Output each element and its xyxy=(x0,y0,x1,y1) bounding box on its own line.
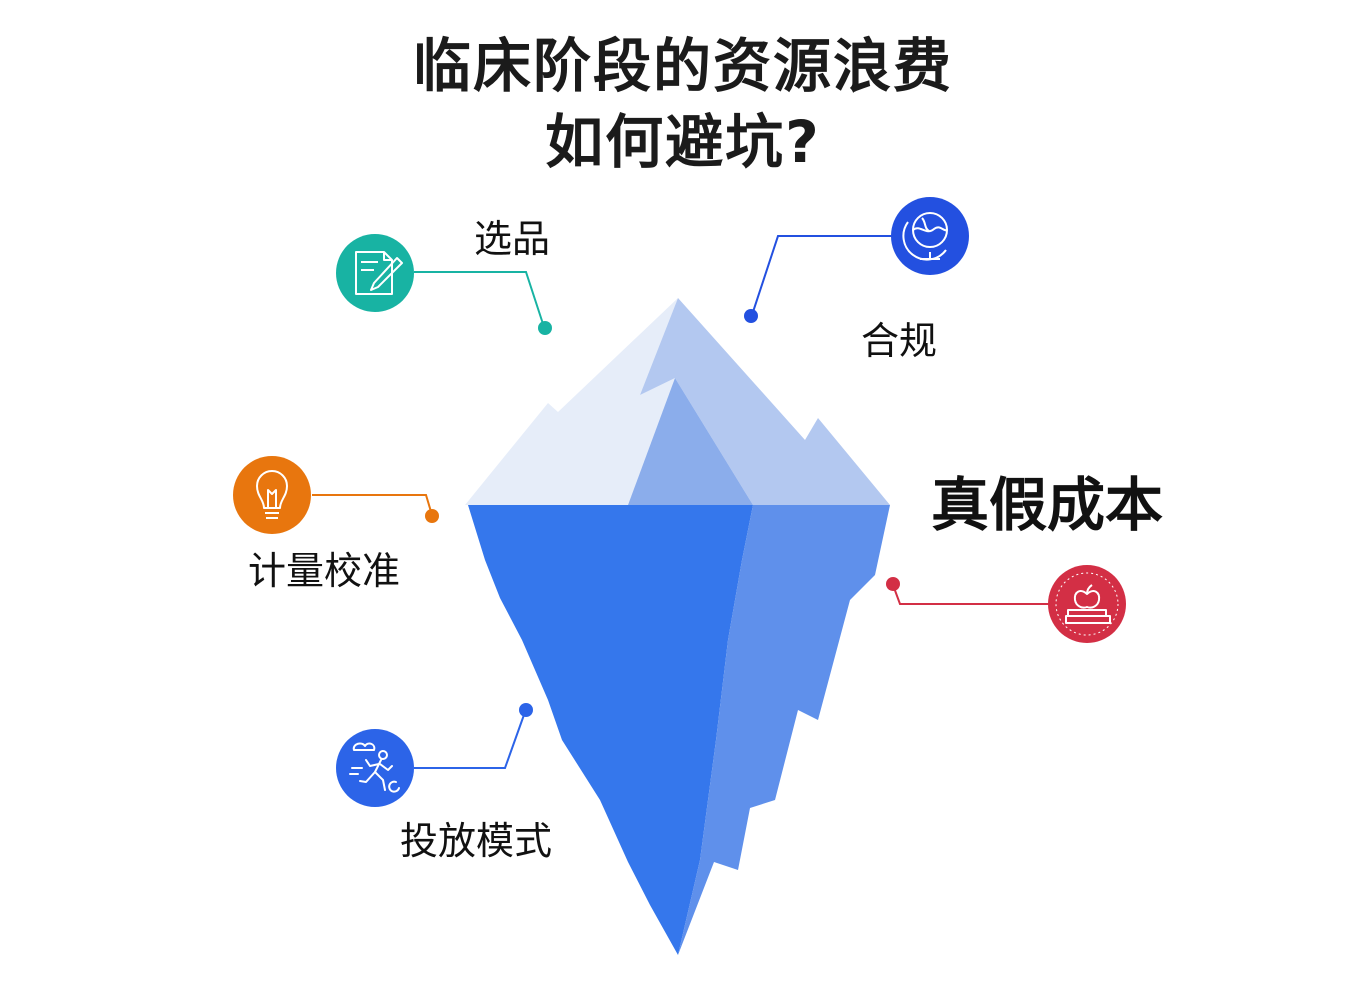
label-calibration: 计量校准 xyxy=(248,549,401,593)
connector-dot-compliance xyxy=(744,309,758,323)
page-title-line-2: 如何避坑? xyxy=(545,108,821,176)
connector-dot-delivery-mode xyxy=(519,703,533,717)
connector-calibration xyxy=(312,494,433,516)
globe-icon xyxy=(891,197,969,275)
label-selection: 选品 xyxy=(474,217,551,261)
lightbulb-icon xyxy=(233,456,311,534)
connector-dot-selection xyxy=(538,321,552,335)
iceberg-tip-light xyxy=(465,298,678,505)
connector-dot-calibration xyxy=(425,509,439,523)
iceberg-body-main xyxy=(468,505,753,955)
iceberg-tip-core xyxy=(628,378,753,505)
connector-real-cost xyxy=(892,584,1049,605)
connector-delivery-mode xyxy=(414,711,526,769)
label-delivery-mode: 投放模式 xyxy=(400,819,553,863)
apple-books-icon xyxy=(1048,565,1126,643)
label-real-cost: 真假成本 xyxy=(931,471,1164,539)
page-title-line-1: 临床阶段的资源浪费 xyxy=(412,32,953,100)
connector-selection xyxy=(414,271,545,328)
iceberg-body-side xyxy=(678,505,890,955)
label-compliance: 合规 xyxy=(861,319,938,363)
iceberg-tip-shade xyxy=(640,298,890,505)
connector-compliance xyxy=(751,235,892,316)
connector-dot-real-cost xyxy=(886,577,900,591)
running-person-icon xyxy=(336,729,414,807)
document-pencil-icon xyxy=(336,234,414,312)
